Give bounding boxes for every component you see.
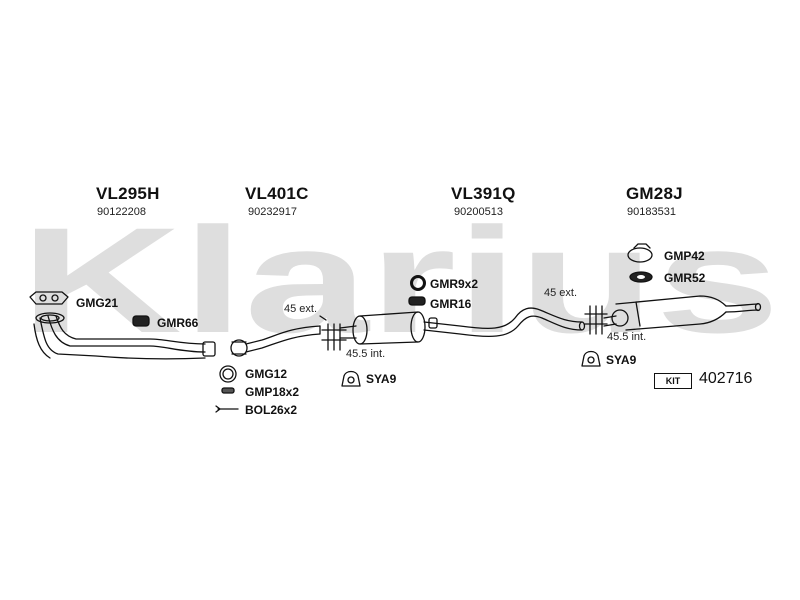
dim-ext-left: 45 ext. [284,303,318,315]
label-sya9-left: SYA9 [366,372,397,386]
section-code-1: VL295H [96,184,160,203]
bol26x2-bolt-icon [215,405,239,413]
centre-silencer [339,307,586,345]
dim-int-left: 45.5 int. [346,348,386,360]
intermediate-pipe [230,325,321,357]
gmr52-rubber-icon [629,271,653,283]
label-gmr52: GMR52 [664,271,706,285]
gmr16-rubber-icon [408,296,426,306]
gmp42-plate-icon [627,243,653,263]
dim-int-right: 45.5 int. [607,331,647,343]
label-sya9-right: SYA9 [606,353,637,367]
section-number-2: 90232917 [248,206,297,218]
sya9-clamp-left-icon [341,370,361,387]
section-code-3: VL391Q [451,184,516,203]
section-number-3: 90200513 [454,206,503,218]
label-gmr16: GMR16 [430,297,472,311]
gmg12-gasket-icon [219,365,237,383]
section-number-4: 90183531 [627,206,676,218]
label-gmg21: GMG21 [76,296,119,310]
gmp18x2-clamp-icon [221,387,235,394]
section-number-1: 90122208 [97,206,146,218]
label-bol26x2: BOL26x2 [245,403,298,417]
gmr9x2-ring-icon [410,275,426,291]
left-joint-marks [319,315,347,351]
label-gmr66: GMR66 [157,316,199,330]
dim-ext-right: 45 ext. [544,287,578,299]
label-gmp42: GMP42 [664,249,705,263]
sya9-clamp-right-icon [581,350,601,367]
watermark-text: Klarius [20,196,780,364]
label-gmr9x2: GMR9x2 [430,277,479,291]
label-gmp18x2: GMP18x2 [245,385,300,399]
section-code-4: GM28J [626,184,683,203]
rear-silencer [603,295,762,331]
kit-number: 402716 [699,370,753,387]
front-pipe [33,312,216,360]
kit-badge: KIT [654,373,692,389]
section-code-2: VL401C [245,184,309,203]
label-gmg12: GMG12 [245,367,288,381]
gmg21-gasket-icon [29,291,69,305]
gmr66-rubber-icon [132,315,150,327]
right-joint-marks [584,305,608,335]
